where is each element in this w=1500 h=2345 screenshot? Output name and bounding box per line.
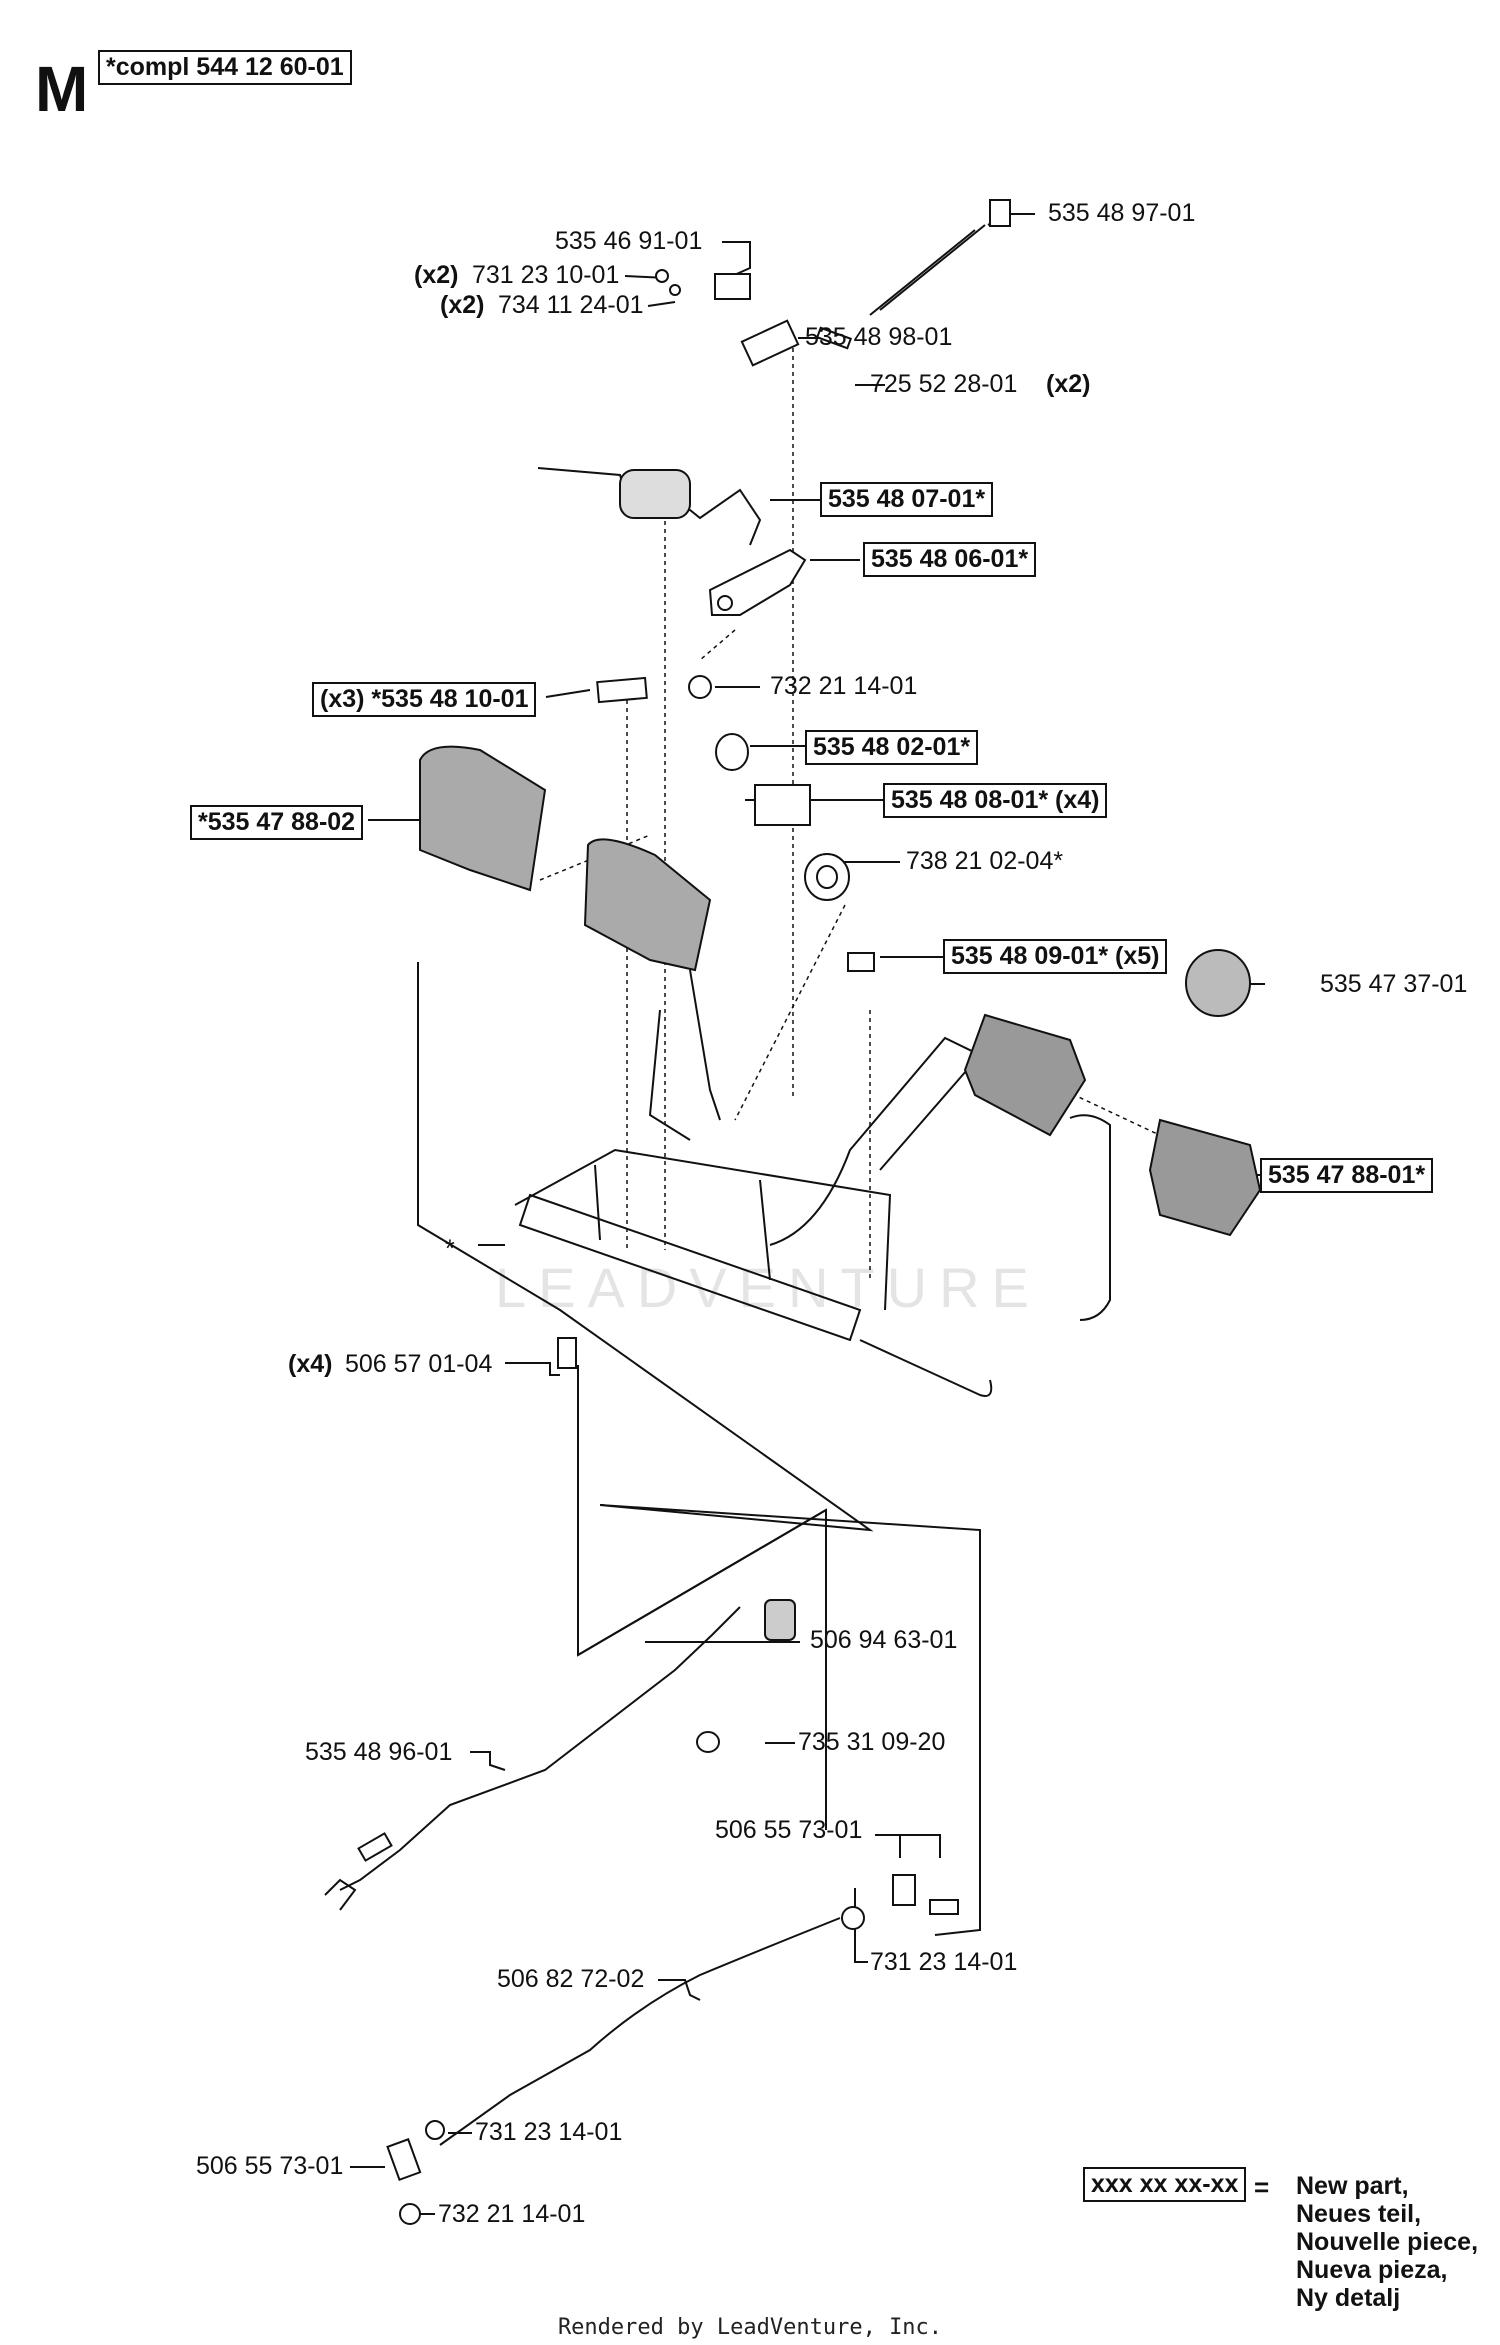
part-label-731-23-14-01-top: 731 23 14-01 [870,1948,1018,1976]
pedal-pad-right-upper-icon [963,1013,1087,1137]
part-label-535-48-98-01: 535 48 98-01 [805,323,953,351]
part-label-535-48-06-01: 535 48 06-01* [863,542,1037,577]
part-label-735-31-09-20: 735 31 09-20 [798,1728,946,1756]
nut-bottom-icon [399,2203,421,2225]
pedal-pad-left-icon [419,745,547,892]
clamp-block-icon [754,784,811,826]
part-label-535-48-97-01: 535 48 97-01 [1048,199,1196,227]
cable-end-icon [357,1832,393,1862]
tension-spring-icon [764,1599,796,1641]
part-label-731-23-14-01-bottom: 731 23 14-01 [475,2118,623,2146]
legend-equals: = [1254,2172,1270,2202]
qty-725-52-28-01: (x2) [1046,370,1091,398]
connector-icon [989,199,1011,227]
pedal-pad-center-icon [583,838,712,972]
part-label-506-55-73-01-bottom: 506 55 73-01 [196,2152,344,2180]
round-pedal-pad-icon [1185,949,1251,1017]
legend-line: Nouvelle piece, [1296,2228,1479,2256]
part-label-506-94-63-01: 506 94 63-01 [810,1626,958,1654]
qty-734-11-24-01: (x2) [440,291,485,319]
part-label-738-21-02-04: 738 21 02-04* [906,847,1064,875]
part-label-731-23-10-01: 731 23 10-01 [472,261,620,289]
section-letter: M [35,53,89,125]
switch-icon [714,273,751,300]
part-label-535-47-37-01: 535 47 37-01 [1320,970,1468,998]
bolt-icon [557,1337,577,1369]
pedal-pad-right-lower-icon [1148,1118,1262,1237]
legend-line: Ny detalj [1296,2284,1401,2312]
footer-credit: Rendered by LeadVenture, Inc. [557,2315,943,2340]
part-label-734-11-24-01: 734 11 24-01 [498,291,644,319]
legend-text: New part, Neues teil, Nouvelle piece, Nu… [1296,2172,1478,2312]
dashed-alignment-lines [539,332,1171,1280]
switch-bracket-icon [740,319,800,367]
part-label-725-52-28-01: 725 52 28-01 [870,370,1018,398]
base-plate-outline [417,962,981,1936]
nut-upper-icon [841,1906,865,1930]
spacer-plate-icon [596,676,648,704]
circlip-icon [696,1731,720,1753]
plate-icon [708,548,807,616]
part-label-535-46-91-01: 535 46 91-01 [555,227,703,255]
ball-joint-lower-icon [386,2138,422,2182]
part-label-506-82-72-02: 506 82 72-02 [497,1965,645,1993]
ball-joint-upper-icon [892,1874,916,1906]
bushing-icon [715,733,749,771]
part-label-535-48-02-01: 535 48 02-01* [805,730,979,765]
legend-line: Neues teil, [1296,2200,1422,2228]
assembly-number-box: *compl 544 12 60-01 [98,50,352,85]
leader-lines [350,212,1265,2215]
legend-box: xxx xx xx-xx [1083,2167,1247,2202]
part-label-535-48-08-01: 535 48 08-01* (x4) [883,783,1108,818]
part-label-535-47-88-01: 535 47 88-01* [1260,1158,1434,1193]
nut-icon [688,675,712,699]
part-label-506-57-01-04: 506 57 01-04 [345,1350,493,1378]
part-label-535-48-07-01: 535 48 07-01* [820,482,994,517]
part-label-535-47-88-02: *535 47 88-02 [190,805,364,840]
part-label-506-55-73-01-top: 506 55 73-01 [715,1816,863,1844]
qty-506-57-01-04: (x4) [288,1350,333,1378]
legend-line: Nueva pieza, [1296,2256,1448,2284]
nut-lower-icon [425,2120,445,2140]
part-label-732-21-14-01-top: 732 21 14-01 [770,672,918,700]
legend-line: New part, [1296,2172,1409,2200]
part-label-732-21-14-01-bottom: 732 21 14-01 [438,2200,586,2228]
qty-731-23-10-01: (x2) [414,261,459,289]
part-label-535-48-09-01: 535 48 09-01* (x5) [943,939,1168,974]
part-label-535-48-10-01: (x3) *535 48 10-01 [312,682,537,717]
part-label-535-48-96-01: 535 48 96-01 [305,1738,453,1766]
asterisk-marker: * [445,1235,455,1263]
set-screw-icon [929,1899,959,1915]
clip-icon [847,952,875,972]
